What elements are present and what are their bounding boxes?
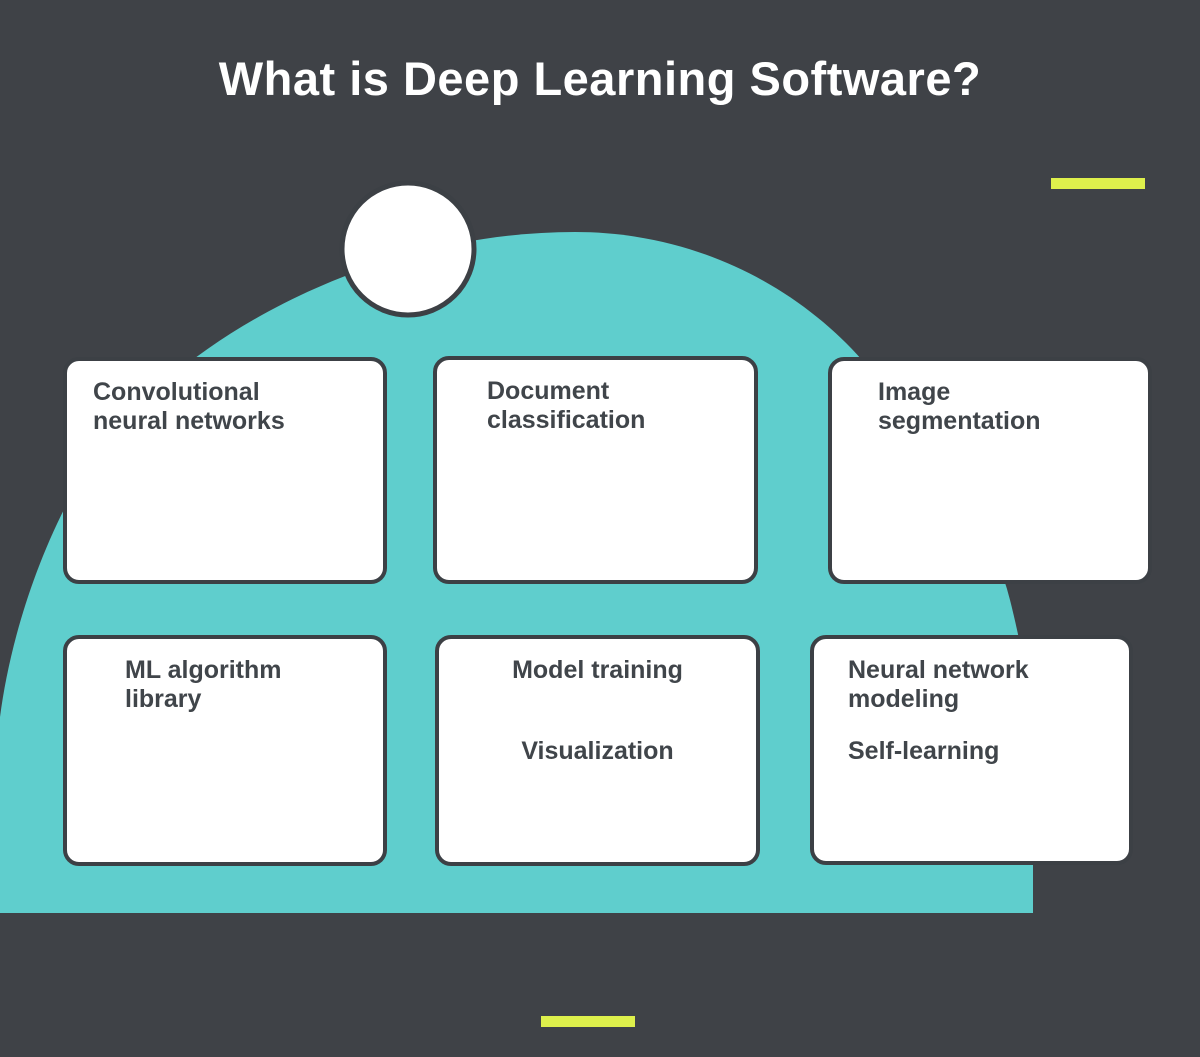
accent-bar-top-right	[1051, 178, 1145, 189]
card-label-secondary: Self-learning	[848, 737, 1000, 765]
accent-bar-bottom	[541, 1016, 635, 1027]
card-model-training: Model training Visualization	[435, 635, 760, 866]
card-label: Neural network modeling	[848, 656, 1029, 713]
card-convolutional-neural-networks: Convolutional neural networks	[63, 357, 387, 584]
spotlight-circle	[339, 180, 477, 318]
card-document-classification: Document classification	[433, 356, 758, 584]
card-label-secondary: Visualization	[521, 737, 674, 765]
card-ml-algorithm-library: ML algorithm library	[63, 635, 387, 866]
card-label: Image segmentation	[878, 378, 1041, 435]
card-label: Model training	[512, 656, 683, 684]
page-title: What is Deep Learning Software?	[218, 52, 982, 105]
card-label: Convolutional neural networks	[93, 378, 285, 435]
card-label: ML algorithm library	[125, 656, 282, 713]
card-label: Document classification	[487, 377, 646, 434]
card-image-segmentation: Image segmentation	[828, 357, 1152, 584]
card-neural-network-modeling: Neural network modeling Self-learning	[810, 635, 1133, 865]
